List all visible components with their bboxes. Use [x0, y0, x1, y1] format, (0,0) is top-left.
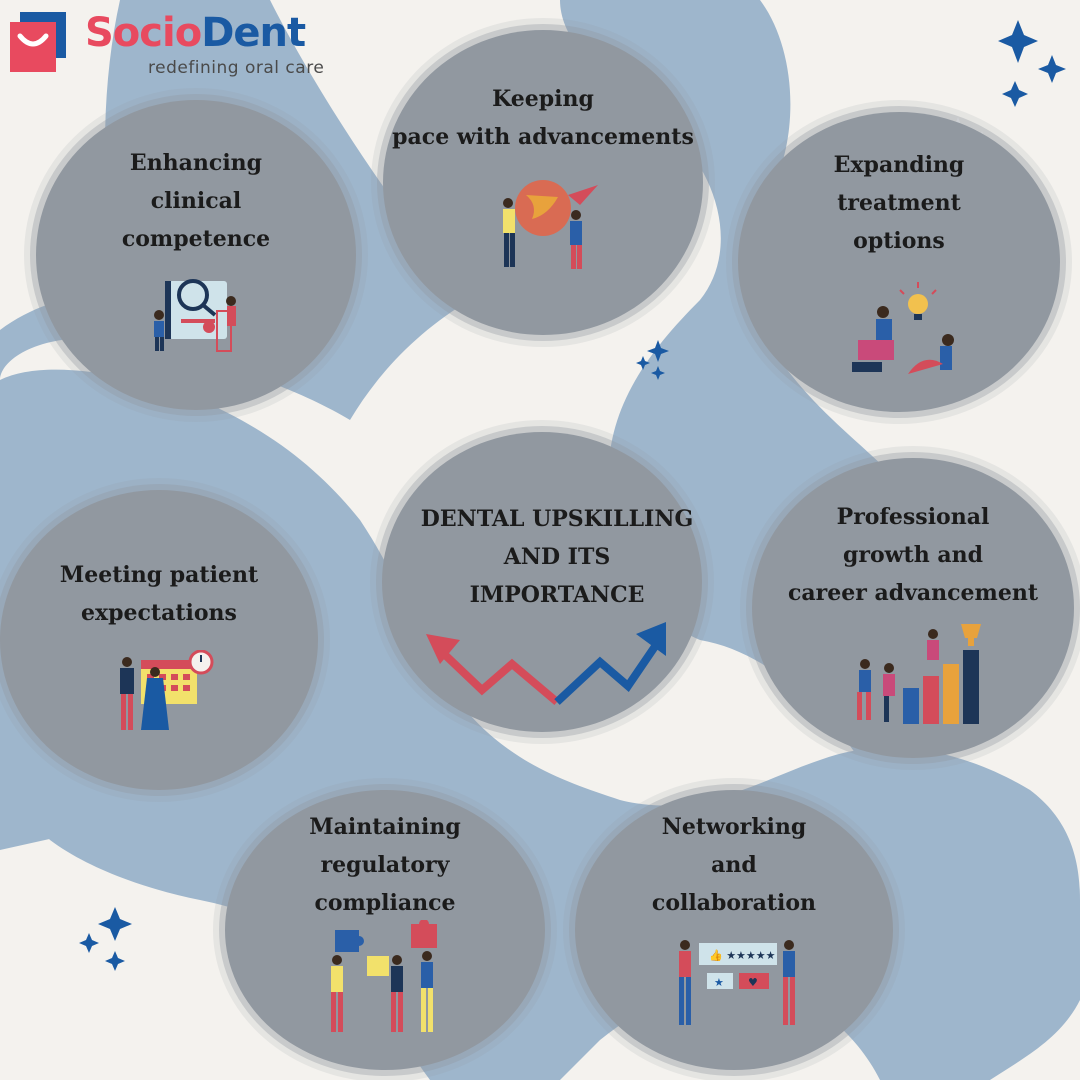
svg-text:👍 ★★★★★: 👍 ★★★★★ [709, 949, 776, 962]
brand-logo: SocioDent redefining oral care [10, 10, 330, 82]
topic-expanding-treatment-options: Expanding treatment options [738, 112, 1060, 412]
topic-label: Professional growth and career advanceme… [788, 504, 1038, 606]
magnifier-document-icon [154, 279, 236, 352]
topic-enhancing-clinical-competence: Enhancing clinical competence [36, 100, 356, 410]
topic-professional-growth: Professional growth and career advanceme… [752, 458, 1074, 758]
svg-text:★: ★ [714, 976, 724, 989]
tooth-smile-logo-icon [10, 12, 66, 72]
topic-label: Expanding treatment options [833, 152, 965, 254]
brand-name-dent: Dent [201, 10, 306, 56]
sparkle-icon [636, 340, 669, 380]
topic-meeting-patient-expectations: Meeting patient expectations [0, 490, 318, 790]
sparkle-icon [79, 907, 132, 971]
zigzag-growth-arrow-icon [426, 622, 666, 706]
brand-name: SocioDent [85, 10, 306, 56]
topic-label: Enhancing clinical competence [121, 150, 271, 252]
topic-maintaining-regulatory-compliance: Maintaining regulatory compliance [225, 790, 545, 1070]
globe-team-icon [503, 180, 598, 269]
topic-label: Maintaining regulatory compliance [309, 814, 461, 916]
calendar-handshake-icon [120, 650, 214, 730]
bar-chart-trophy-icon [857, 624, 981, 724]
topic-label: Networking and collaboration [651, 814, 817, 916]
rating-board-icon: 👍 ★★★★★ ★ ♥ [679, 940, 795, 1025]
lightbulb-team-icon [852, 282, 954, 374]
topic-label: Meeting patient expectations [59, 562, 259, 626]
svg-text:♥: ♥ [748, 976, 758, 989]
puzzle-team-icon [331, 920, 437, 1032]
center-topic: DENTAL UPSKILLING AND ITS IMPORTANCE [382, 432, 702, 732]
topic-keeping-pace-with-advancements: Keeping pace with advancements [383, 30, 703, 335]
topic-networking-and-collaboration: Networking and collaboration 👍 ★★★★★ ★ ♥ [575, 790, 893, 1070]
brand-tagline: redefining oral care [148, 58, 325, 78]
sparkle-icon [998, 20, 1066, 107]
topic-label: Keeping pace with advancements [392, 86, 694, 150]
center-title: DENTAL UPSKILLING AND ITS IMPORTANCE [420, 506, 694, 608]
brand-name-socio: Socio [85, 10, 202, 56]
